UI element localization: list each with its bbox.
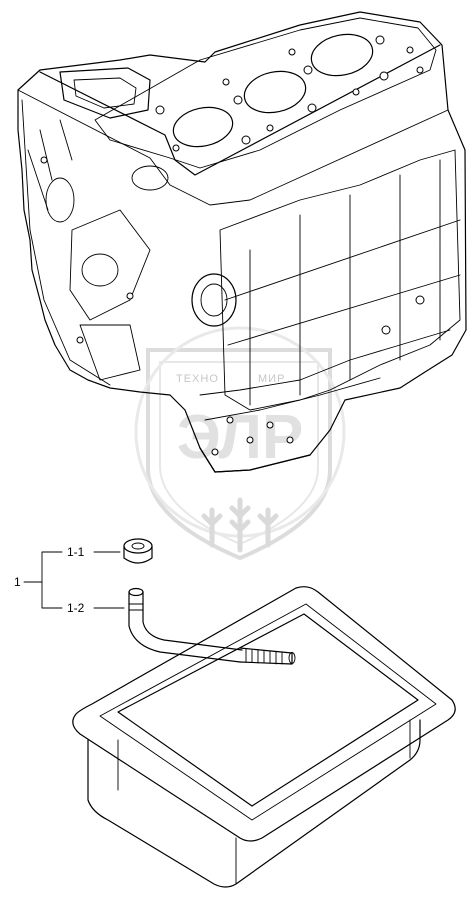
bolt-hole (352, 88, 360, 96)
block-side-bore-inner (200, 283, 228, 317)
block-side-bore (191, 273, 237, 327)
bolt-hole (233, 95, 243, 105)
bolt-hole (222, 78, 230, 86)
oil-pan-rim-inner (99, 603, 437, 821)
part-1-2-pipe (128, 587, 296, 665)
block-lower-flange (199, 329, 451, 421)
bolt-hole (126, 292, 134, 300)
cylinder-bore-2 (243, 70, 307, 114)
block-top-deck (39, 44, 441, 176)
block-bottom-rail (199, 447, 311, 473)
block-front-bore (45, 177, 75, 223)
block-head-surface (94, 17, 437, 169)
bolt-hole (226, 416, 234, 424)
watermark: ТЕХНО МИР ЭЛР (134, 326, 346, 561)
block-front-face (21, 99, 111, 386)
bolt-hole (40, 156, 48, 164)
bolt-hole (288, 48, 296, 56)
watermark-wheat-icon (201, 497, 279, 553)
block-front-ribs (69, 209, 151, 381)
bolt-hole (406, 46, 414, 54)
watermark-text-right: МИР (258, 373, 285, 385)
bolt-hole (266, 124, 274, 132)
oil-pan-rim-outer (72, 586, 456, 842)
watermark-main-text: ЭЛР (177, 403, 304, 472)
bolt-hole (416, 66, 424, 74)
bolt-hole (381, 325, 391, 335)
bolt-hole (76, 336, 84, 344)
bolt-hole (379, 71, 389, 81)
block-side-panel-1 (219, 149, 461, 411)
callouts: 1 1-1 1-2 (14, 545, 125, 615)
bolt-hole (303, 65, 313, 75)
block-side-ribs (224, 159, 461, 406)
watermark-text-left: ТЕХНО (176, 373, 219, 385)
callout-label-1-2: 1-2 (67, 601, 85, 615)
bolt-hole (415, 295, 425, 305)
bolt-hole (155, 105, 165, 115)
oil-pan-sides (87, 719, 421, 888)
cylinder-bore-3 (310, 33, 374, 77)
block-front-top-block (59, 67, 151, 119)
block-front-bore-2 (81, 253, 119, 287)
cylinder-bore-1 (172, 106, 234, 148)
cylinder-block (17, 11, 467, 473)
oil-pan-well (117, 613, 419, 807)
block-front-top-inner (73, 77, 137, 109)
callout-label-group: 1 (14, 575, 21, 589)
callout-label-1-1: 1-1 (67, 545, 85, 559)
bolt-hole (286, 436, 294, 444)
bolt-hole (375, 35, 385, 45)
oil-pan (72, 586, 456, 888)
bolt-hole (246, 436, 254, 444)
block-deck-edge (17, 89, 449, 206)
bolt-hole (172, 144, 180, 152)
bolt-hole (266, 421, 274, 429)
bolt-hole (211, 448, 219, 456)
part-1-1-nut (123, 538, 153, 564)
block-upper-port (131, 165, 169, 191)
callout-bracket (23, 551, 63, 609)
bolt-hole (307, 103, 317, 113)
bolt-hole (241, 135, 251, 145)
oil-pan-side-edges (117, 719, 411, 885)
